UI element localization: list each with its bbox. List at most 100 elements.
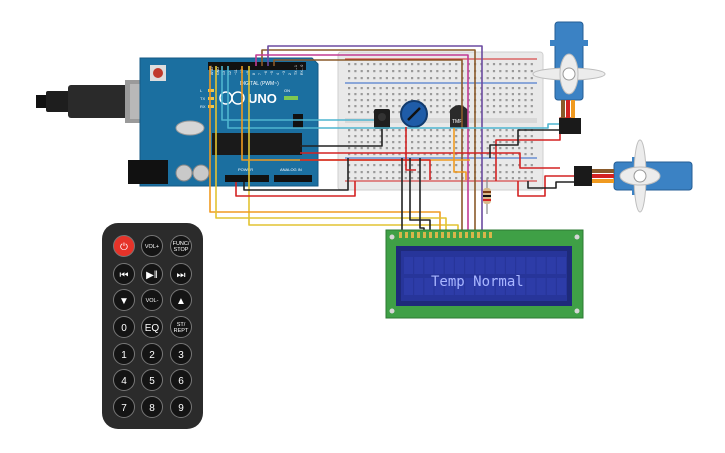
breadboard-hole <box>511 105 514 108</box>
breadboard-hole <box>518 141 521 144</box>
down-button[interactable]: ▼ <box>113 289 135 311</box>
potentiometer[interactable] <box>400 100 428 128</box>
breadboard-hole <box>392 77 395 80</box>
func-stop-button[interactable]: FUNC/STOP <box>170 235 192 257</box>
breadboard-hole <box>518 77 521 80</box>
breadboard-hole <box>492 141 496 144</box>
lcd-pin <box>399 232 402 238</box>
wire <box>527 181 575 189</box>
digit-2-button[interactable]: 2 <box>141 343 163 365</box>
digit-0-button[interactable]: 0 <box>113 316 135 338</box>
breadboard-hole <box>442 147 445 150</box>
breadboard-hole <box>511 99 514 102</box>
lcd-cell <box>546 278 556 295</box>
breadboard-hole <box>486 111 489 114</box>
breadboard-hole <box>455 63 458 66</box>
arduino-board[interactable]: DIGITAL (PWM~) UNO ON L TX RX POWER ANAL… <box>128 57 319 187</box>
servo-motor-right[interactable] <box>574 139 693 213</box>
breadboard-hole <box>348 171 351 174</box>
breadboard-hole <box>524 164 527 167</box>
wire <box>267 45 483 232</box>
breadboard-hole <box>511 70 514 73</box>
breadboard-hole <box>442 141 445 144</box>
vol-up-button[interactable]: VOL+ <box>141 235 163 257</box>
breadboard-hole <box>436 147 439 150</box>
next-button[interactable]: ⏭ <box>170 263 192 285</box>
analog-header[interactable] <box>274 175 312 182</box>
breadboard-hole <box>366 93 370 96</box>
breadboard-hole <box>417 129 420 132</box>
lcd-cell <box>536 257 546 274</box>
breadboard-hole <box>366 129 370 132</box>
digit-3-button[interactable]: 3 <box>170 343 192 365</box>
breadboard-hole <box>366 111 370 114</box>
pin-label: 7 <box>258 73 262 75</box>
wire <box>235 181 356 197</box>
vol-down-button[interactable]: VOL- <box>141 289 163 311</box>
digit-4-button[interactable]: 4 <box>113 369 135 391</box>
pin-label: TX→1 <box>294 65 298 75</box>
breadboard-hole <box>524 153 527 156</box>
breadboard-hole <box>348 153 351 156</box>
breadboard-hole <box>379 147 382 150</box>
digit-9-button[interactable]: 9 <box>170 396 192 418</box>
play-pause-button[interactable]: ▶‖ <box>141 263 163 285</box>
breadboard-hole <box>511 171 514 174</box>
digital-header[interactable] <box>208 62 306 70</box>
pin-label: ~5 <box>270 71 274 75</box>
remote-button-face <box>113 343 135 365</box>
breadboard-hole <box>385 63 388 66</box>
breadboard-hole <box>423 141 426 144</box>
up-button[interactable]: ▲ <box>170 289 192 311</box>
lcd-pin <box>447 232 450 238</box>
breadboard-hole <box>505 99 508 102</box>
breadboard-hole <box>530 111 533 114</box>
breadboard-hole <box>518 171 521 174</box>
breadboard-hole <box>360 177 363 180</box>
digit-1-button[interactable]: 1 <box>113 343 135 365</box>
breadboard-hole <box>360 93 363 96</box>
prev-button[interactable]: ⏮ <box>113 263 135 285</box>
servo-motor-top[interactable] <box>532 21 606 134</box>
lcd-cell <box>434 278 444 295</box>
breadboard-hole <box>436 135 439 138</box>
breadboard-hole <box>423 153 426 156</box>
breadboard-hole <box>442 111 445 114</box>
breadboard-hole <box>499 63 502 66</box>
breadboard-hole <box>518 164 521 167</box>
digit-6-button[interactable]: 6 <box>170 369 192 391</box>
breadboard[interactable] <box>337 51 544 191</box>
ir-receiver[interactable] <box>374 109 390 129</box>
breadboard-hole <box>511 135 514 138</box>
pin-label: AREF <box>210 66 214 75</box>
lcd-cell <box>526 278 536 295</box>
digit-8-button[interactable]: 8 <box>141 396 163 418</box>
breadboard-hole <box>423 87 426 90</box>
digit-5-button[interactable]: 5 <box>141 369 163 391</box>
st-rept-button[interactable]: ST/REPT <box>170 316 192 338</box>
lcd-module[interactable]: Temp Normal <box>385 229 584 319</box>
breadboard-hole <box>530 147 533 150</box>
lcd-pin <box>411 232 414 238</box>
breadboard-hole <box>379 99 382 102</box>
breadboard-hole <box>429 147 433 150</box>
remote-button-face <box>113 263 135 285</box>
lcd-cell <box>495 257 505 274</box>
breadboard-hole <box>455 77 458 80</box>
power-button[interactable]: ⏻ <box>113 235 135 257</box>
analog-label: ANALOG IN <box>280 167 302 172</box>
breadboard-hole <box>392 153 395 156</box>
breadboard-hole <box>429 111 433 114</box>
breadboard-hole <box>492 99 496 102</box>
breadboard-hole <box>417 99 420 102</box>
breadboard-hole <box>392 171 395 174</box>
digit-7-button[interactable]: 7 <box>113 396 135 418</box>
breadboard-hole <box>417 87 420 90</box>
power-header[interactable] <box>225 175 269 182</box>
breadboard-hole <box>448 135 451 138</box>
temperature-sensor[interactable]: TMP <box>450 105 468 128</box>
breadboard-hole <box>436 87 439 90</box>
eq-button[interactable]: EQ <box>141 316 163 338</box>
lcd-pin <box>429 232 432 238</box>
